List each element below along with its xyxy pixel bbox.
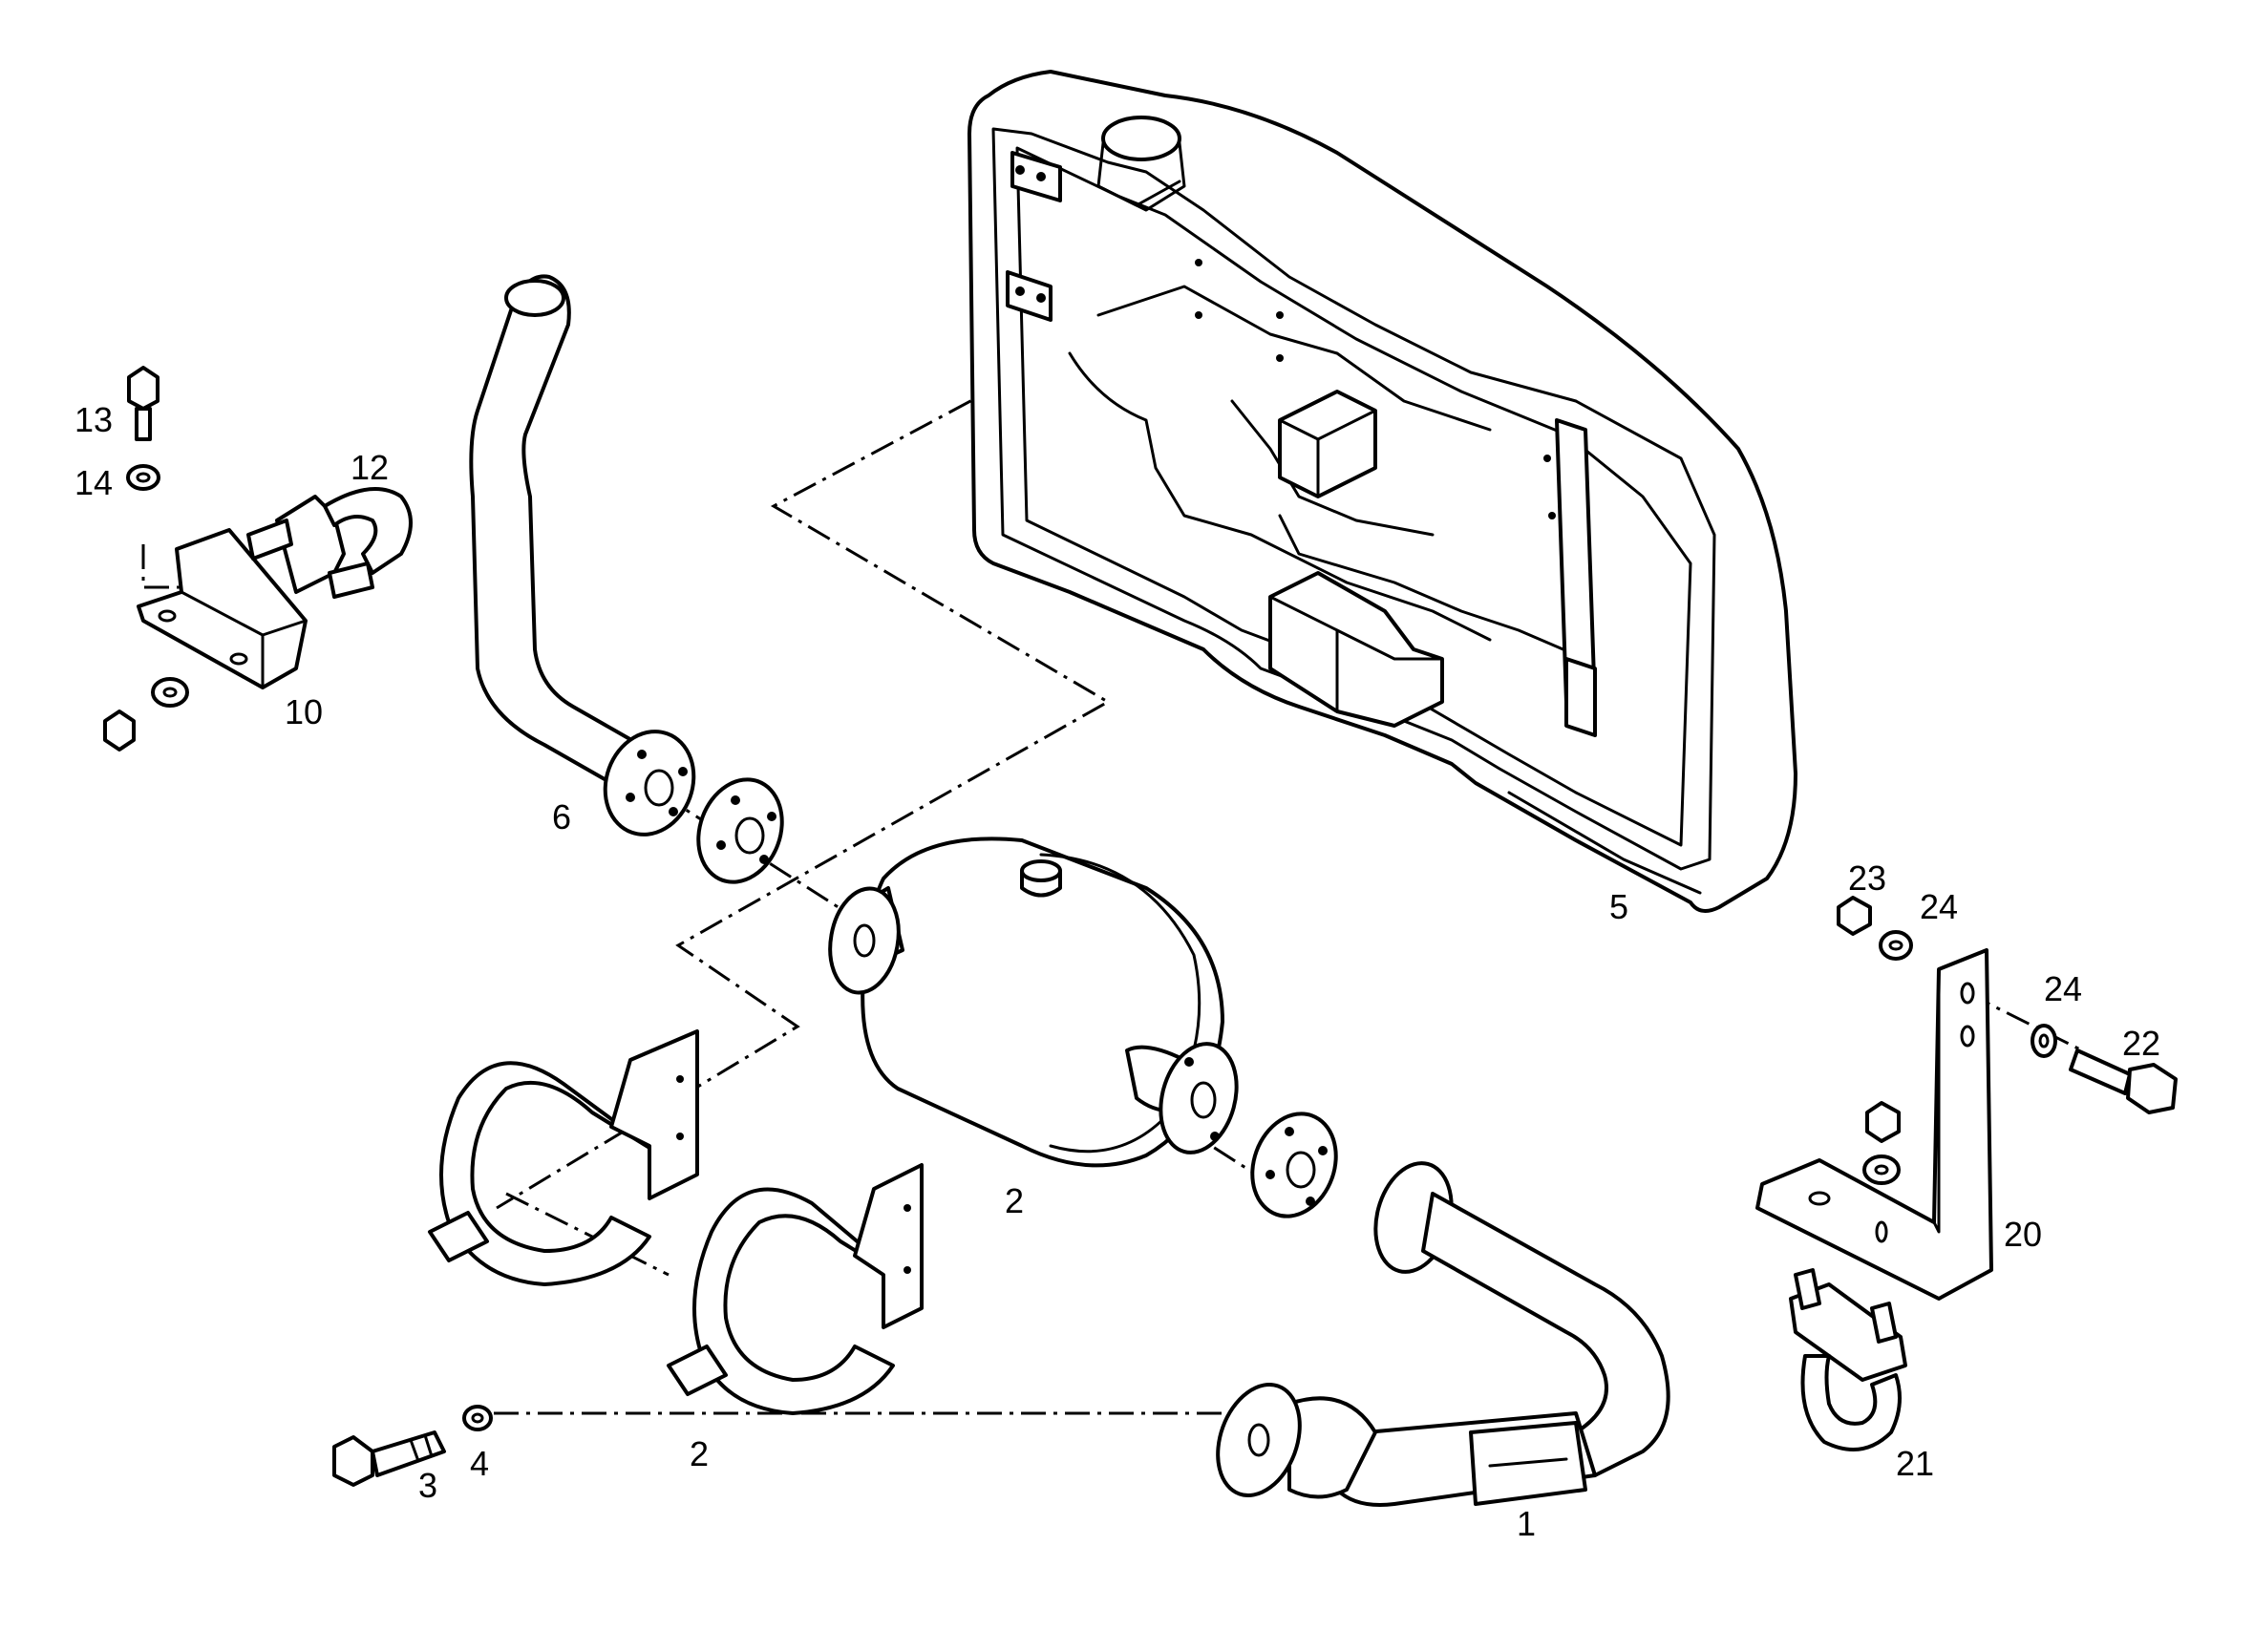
callout-5: 5 xyxy=(1609,887,1628,926)
gasket-flange-upper xyxy=(696,777,784,884)
callout-4: 4 xyxy=(470,1444,489,1483)
callout-6: 6 xyxy=(552,797,571,837)
muffler-strap-upper xyxy=(428,1029,699,1286)
callout-23: 23 xyxy=(1848,858,1886,898)
callout-22: 22 xyxy=(2122,1024,2160,1063)
clamp-part-12 xyxy=(246,487,413,599)
washer-part-24-right xyxy=(2031,1024,2057,1058)
callout-24-right: 24 xyxy=(2044,969,2082,1008)
bolt-part-22 xyxy=(2069,1048,2178,1114)
callout-24-upper: 24 xyxy=(1920,887,1958,926)
callout-13: 13 xyxy=(74,400,113,439)
callout-3: 3 xyxy=(418,1466,437,1505)
callout-12: 12 xyxy=(351,448,389,487)
clamp-part-21 xyxy=(1789,1268,1907,1451)
callout-14: 14 xyxy=(74,463,113,502)
gasket-flange-lower xyxy=(1250,1112,1338,1218)
washer-part-24-upper xyxy=(1879,930,1913,961)
callout-21: 21 xyxy=(1896,1444,1934,1483)
callout-2-muffler: 2 xyxy=(1005,1181,1024,1220)
washer-part-4 xyxy=(462,1405,493,1431)
angle-bracket-part-10 xyxy=(137,528,308,689)
tank-frame-part-5 xyxy=(968,70,1797,913)
nut-and-washer-left xyxy=(103,677,189,752)
muffler-strap-lower xyxy=(667,1163,924,1415)
nut-and-washer-right xyxy=(1862,1101,1901,1185)
callout-10: 10 xyxy=(285,692,323,731)
angle-bracket-part-20 xyxy=(1755,948,1993,1301)
lower-exhaust-pipe-part-1 xyxy=(1216,1161,1670,1507)
upper-exhaust-pipe-part-6 xyxy=(469,274,696,837)
callout-labels: 1 2 2 3 4 5 6 10 12 13 14 20 21 22 23 24… xyxy=(74,400,2160,1543)
nut-part-23 xyxy=(1837,896,1872,936)
washer-part-14 xyxy=(126,464,160,491)
callout-1: 1 xyxy=(1517,1504,1536,1543)
bolt-part-13 xyxy=(127,366,159,441)
callout-20: 20 xyxy=(2004,1215,2042,1254)
bolt-part-3 xyxy=(332,1430,446,1487)
muffler-part-2 xyxy=(828,837,1239,1168)
callout-2-strap: 2 xyxy=(690,1434,709,1473)
